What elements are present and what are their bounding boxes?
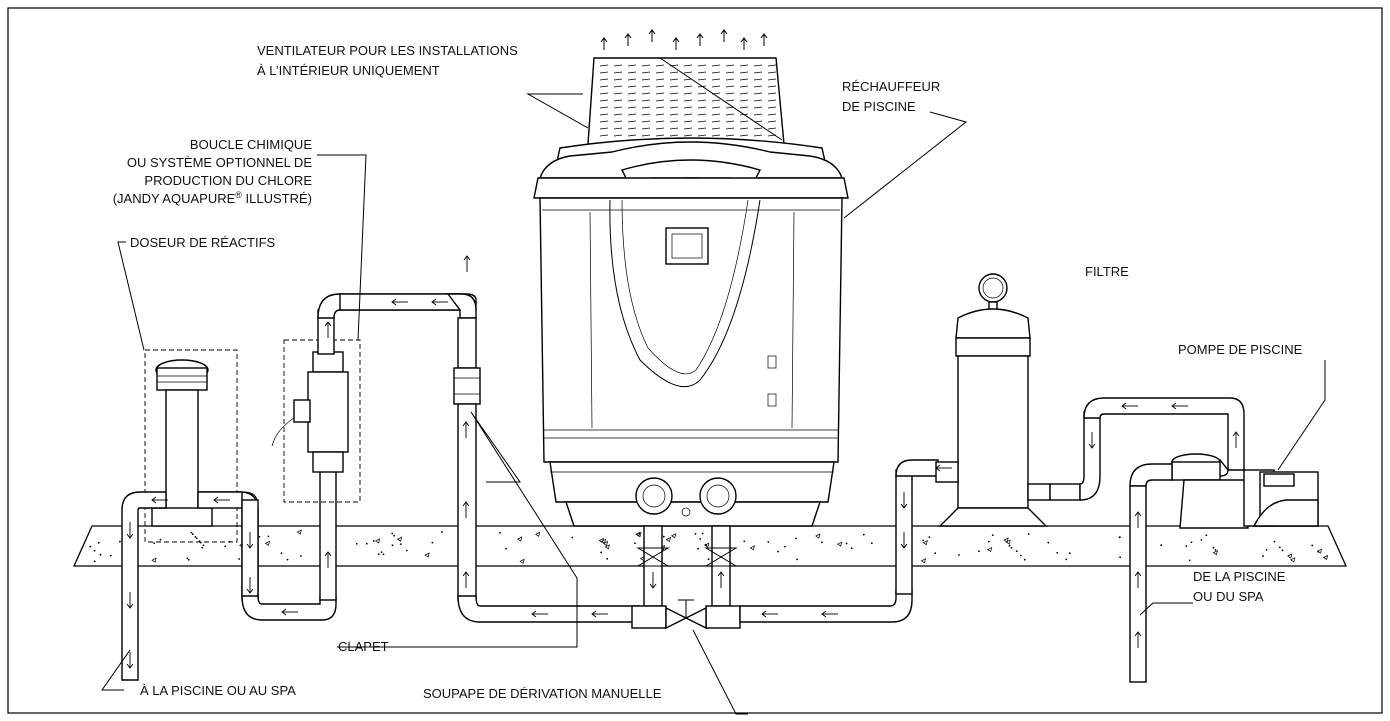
pump-intake-piping — [1129, 463, 1173, 683]
ground-slab — [72, 525, 1348, 567]
feeder-piping — [121, 469, 337, 681]
chem-label-line4-a: (JANDY AQUAPURE — [113, 191, 236, 206]
feeder-label: DOSEUR DE RÉACTIFS — [130, 235, 276, 250]
frame-border — [7, 7, 1383, 714]
chem-label-line4: (JANDY AQUAPURE® ILLUSTRÉ) — [113, 190, 312, 206]
heater-bypass-piping — [631, 459, 939, 630]
filter — [935, 273, 1051, 527]
chem-label-line4-reg: ® — [235, 190, 242, 200]
pool-heater — [533, 57, 849, 527]
chem-label-line4-b: ILLUSTRÉ) — [242, 191, 312, 206]
check-valve-label: CLAPET — [338, 639, 389, 654]
leader-lines — [101, 93, 1326, 715]
chlorine-system — [271, 339, 361, 503]
chem-label-line2: OU SYSTÈME OPTIONNEL DE — [127, 155, 312, 170]
from-pool-label-line2: OU DU SPA — [1193, 589, 1264, 604]
to-pool-label: À LA PISCINE OU AU SPA — [140, 683, 296, 698]
filter-label: FILTRE — [1085, 264, 1129, 279]
ventilator-label-line1: VENTILATEUR POUR LES INSTALLATIONS — [257, 43, 518, 58]
chemical-feeder — [144, 349, 238, 543]
pool-pump — [1171, 453, 1319, 529]
heater-label-line2: DE PISCINE — [842, 99, 916, 114]
ventilator-label-line2: À L’INTÉRIEUR UNIQUEMENT — [257, 63, 440, 78]
chem-label-line3: PRODUCTION DU CHLORE — [144, 173, 312, 188]
heater-label-line1: RÉCHAUFFEUR — [842, 79, 940, 94]
from-pool-label-line1: DE LA PISCINE — [1193, 569, 1286, 584]
pump-label: POMPE DE PISCINE — [1178, 342, 1303, 357]
bypass-valve-label: SOUPAPE DE DÉRIVATION MANUELLE — [423, 686, 662, 701]
flow-arrows — [126, 255, 1240, 669]
chem-label-line1: BOUCLE CHIMIQUE — [190, 137, 312, 152]
